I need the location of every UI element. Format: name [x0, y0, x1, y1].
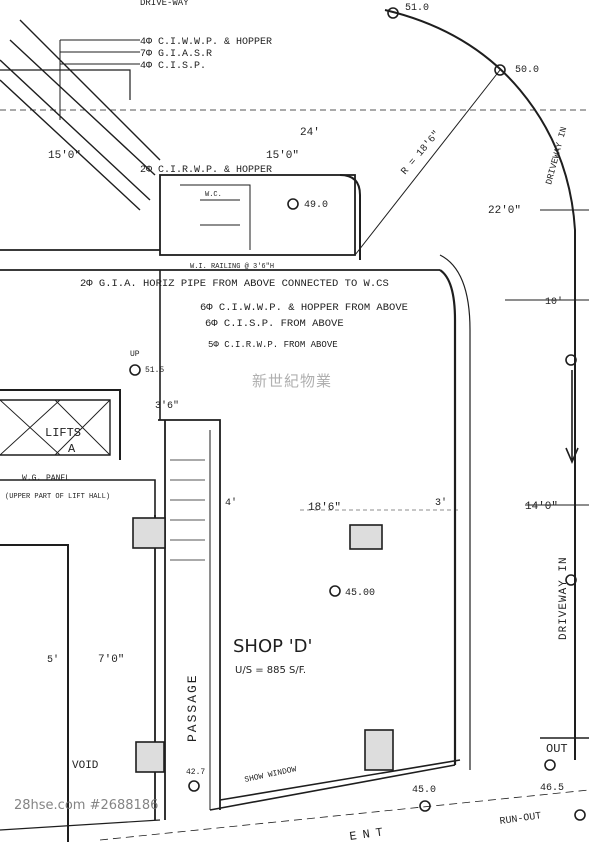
dim-49: 49.0	[304, 200, 328, 211]
dim-50: 50.0	[515, 65, 539, 76]
dim-10: 10'	[545, 296, 563, 308]
show-window-label: SHOW WINDOW	[244, 765, 298, 785]
dim-45b: 45.0	[412, 785, 436, 796]
dim-5: 5'	[47, 654, 59, 666]
pipe-label-2: 7Φ G.I.A.S.R	[140, 49, 212, 60]
watermark-cn: 新世紀物業	[252, 372, 333, 390]
dim-15: 15'0"	[266, 150, 299, 162]
lift-a-label: A	[68, 442, 76, 456]
wc-label: W.C.	[205, 191, 222, 199]
dim-15b: 15'0"	[48, 150, 81, 162]
lift-hall-note: (UPPER PART OF LIFT HALL)	[5, 493, 110, 501]
bottom-label: ENT	[349, 825, 390, 842]
pipe-above-1: 6Φ C.I.W.W.P. & HOPPER FROM ABOVE	[200, 302, 408, 314]
pipe-label-mid: 2Φ C.I.R.W.P. & HOPPER	[140, 165, 272, 176]
dim-4a: 4'	[225, 497, 237, 509]
dim-427: 42.7	[186, 768, 205, 777]
dim-51: 51.0	[405, 3, 429, 14]
dim-465: 46.5	[540, 783, 564, 794]
void-label: VOID	[72, 760, 99, 772]
up-label: UP	[130, 350, 140, 359]
pipe-above-2: 6Φ C.I.S.P. FROM ABOVE	[205, 318, 344, 330]
dim-36: 3'6"	[155, 400, 179, 412]
dim-45a: 45.00	[345, 588, 375, 599]
dim-186: 18'6"	[308, 502, 341, 514]
passage-label: PASSAGE	[185, 673, 200, 742]
watermark-url: 28hse.com #2688186	[14, 798, 159, 813]
top-road-label: DRIVE-WAY	[140, 0, 189, 8]
pipe-label-3: 4Φ C.I.S.P.	[140, 61, 206, 72]
pipe-above-3: 5Φ C.I.R.W.P. FROM ABOVE	[208, 340, 338, 350]
lifts-label: LIFTS	[45, 426, 81, 440]
pipe-label-1: 4Φ C.I.W.W.P. & HOPPER	[140, 37, 272, 48]
dim-22: 22'0"	[488, 205, 521, 217]
out-label: OUT	[546, 742, 568, 756]
dim-70: 7'0"	[98, 654, 124, 666]
wg-panel-label: W.G. PANEL	[22, 474, 70, 483]
driveway-curve	[384, 9, 576, 760]
dim-24: 24'	[300, 127, 320, 139]
shop-area: U/S = 885 S/F.	[235, 665, 306, 676]
dim-140: 14'0"	[525, 501, 558, 513]
shop-title: SHOP 'D'	[233, 636, 312, 657]
dim-3: 3'	[435, 497, 447, 509]
dim-515: 51.5	[145, 366, 164, 375]
run-out-label: RUN-OUT	[499, 811, 542, 828]
railing-label: W.I. RAILING @ 3'6"H	[190, 263, 274, 271]
driveway-in-label: DRIVEWAY IN	[558, 556, 570, 640]
horiz-pipe-label: 2Φ G.I.A. HORIZ PIPE FROM ABOVE CONNECTE…	[80, 278, 389, 290]
